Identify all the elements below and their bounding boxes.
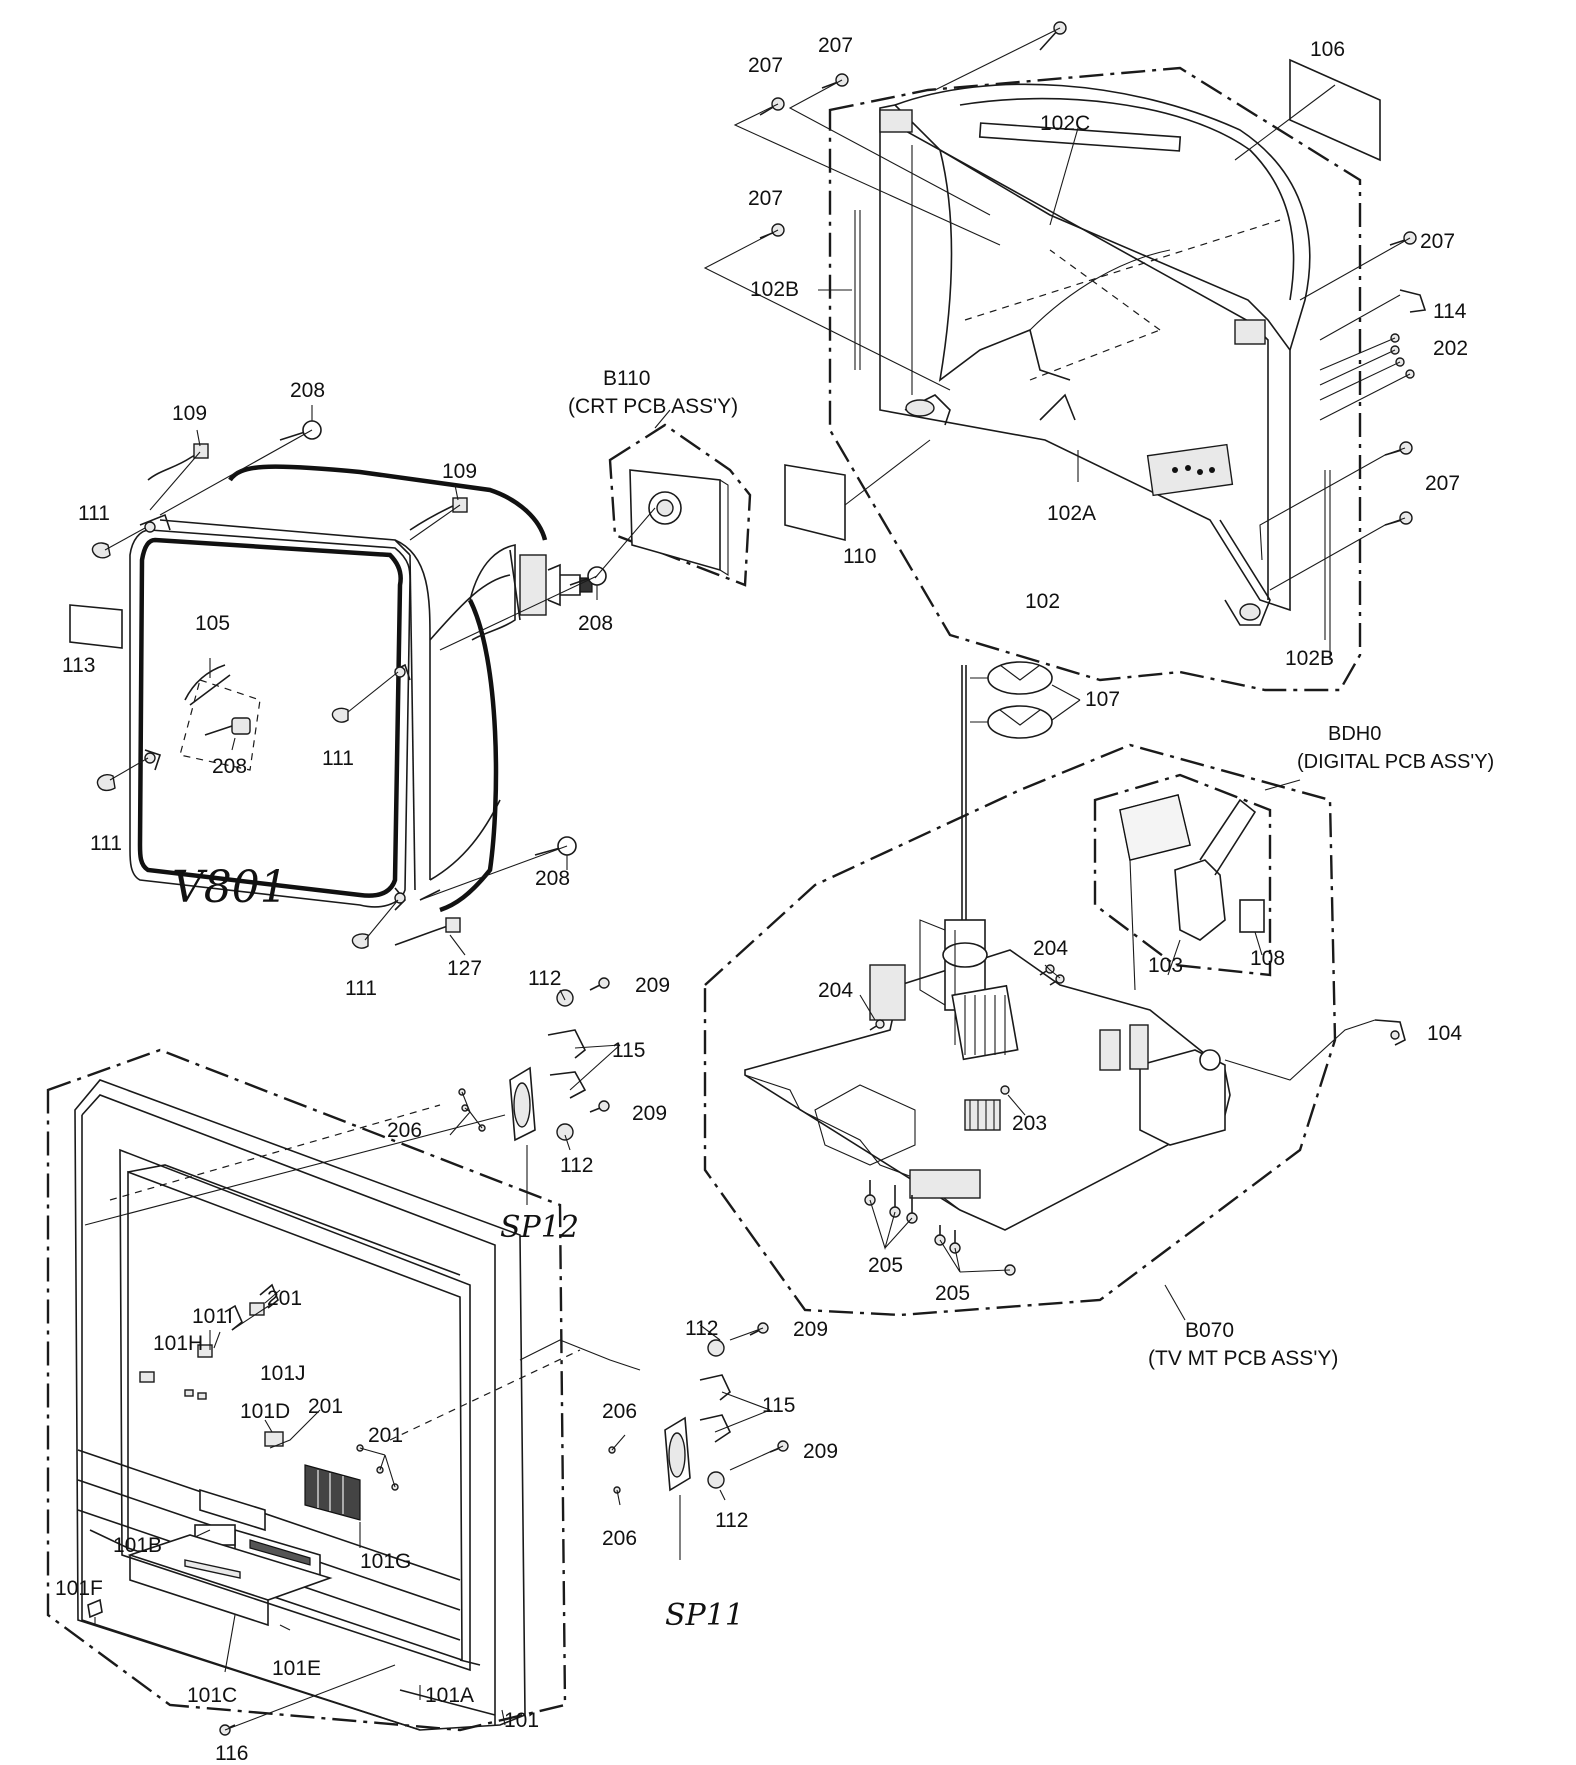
- callout-101a: 101A: [425, 1684, 474, 1707]
- main-pcb-b070: [703, 743, 1406, 1321]
- callout-205: 205: [935, 1282, 970, 1305]
- callout-209: 209: [793, 1318, 828, 1341]
- callout-112: 112: [560, 1154, 593, 1177]
- callout-204: 204: [818, 979, 853, 1002]
- assembly-desc-bdh0: (DIGITAL PCB ASS'Y): [1297, 751, 1494, 773]
- callout-108: 108: [1250, 947, 1285, 970]
- callout-101i: 101I: [192, 1305, 233, 1328]
- callout-201: 201: [267, 1287, 302, 1310]
- callout-labels: 207 207 207 207 207 106 102C 102B 102B 1…: [55, 34, 1494, 1765]
- callout-101d: 101D: [240, 1400, 290, 1423]
- callout-112: 112: [715, 1509, 748, 1532]
- callout-207: 207: [748, 54, 783, 77]
- callout-209: 209: [635, 974, 670, 997]
- assembly-code-b110: B110: [603, 367, 651, 390]
- callout-110: 110: [843, 545, 876, 568]
- callout-105: 105: [195, 612, 230, 635]
- callout-111: 111: [78, 502, 110, 525]
- callout-111: 111: [345, 977, 377, 1000]
- callout-207: 207: [748, 187, 783, 210]
- digital-pcb-bdh0: [1093, 773, 1301, 991]
- callout-102: 102: [1025, 590, 1060, 613]
- callout-101g: 101G: [360, 1550, 411, 1573]
- crt-pcb-b110: [594, 409, 752, 587]
- callout-102b: 102B: [750, 278, 799, 301]
- callout-112: 112: [528, 967, 561, 990]
- callout-208: 208: [212, 755, 247, 778]
- callout-203: 203: [1012, 1112, 1047, 1135]
- callout-206: 206: [387, 1119, 422, 1142]
- callout-111: 111: [90, 832, 122, 855]
- callout-208: 208: [578, 612, 613, 635]
- callout-208: 208: [535, 867, 570, 890]
- handwritten-sp11: SP11: [665, 1598, 744, 1633]
- callout-202: 202: [1433, 337, 1468, 360]
- callout-109: 109: [172, 402, 207, 425]
- assembly-code-b070: B070: [1185, 1319, 1234, 1342]
- antenna-107: [961, 661, 1081, 920]
- callout-102c: 102C: [1040, 112, 1090, 135]
- speaker-sp12: [449, 977, 621, 1205]
- callout-102a: 102A: [1047, 502, 1096, 525]
- callout-103: 103: [1148, 954, 1183, 977]
- callout-204: 204: [1033, 937, 1068, 960]
- callout-113: 113: [62, 654, 95, 677]
- callout-116: 116: [215, 1742, 248, 1765]
- callout-201: 201: [368, 1424, 403, 1447]
- callout-101b: 101B: [113, 1534, 162, 1557]
- speaker-sp11: [519, 1322, 789, 1560]
- callout-207: 207: [818, 34, 853, 57]
- callout-206: 206: [602, 1527, 637, 1550]
- callout-114: 114: [1433, 300, 1467, 323]
- callout-201: 201: [308, 1395, 343, 1418]
- callout-102b: 102B: [1285, 647, 1334, 670]
- front-cabinet-assembly: [46, 1048, 581, 1736]
- assembly-code-bdh0: BDH0: [1328, 723, 1381, 745]
- callout-209: 209: [803, 1440, 838, 1463]
- assembly-desc-b110: (CRT PCB ASS'Y): [568, 395, 738, 418]
- callout-101e: 101E: [272, 1657, 321, 1680]
- callout-101: 101: [504, 1709, 539, 1732]
- callout-109: 109: [442, 460, 477, 483]
- crt-tube-v801: [69, 405, 607, 956]
- callout-127: 127: [447, 957, 482, 980]
- callout-101c: 101C: [187, 1684, 237, 1707]
- callout-111: 111: [322, 747, 354, 770]
- callout-115: 115: [612, 1039, 645, 1062]
- callout-209: 209: [632, 1102, 667, 1125]
- callout-101j: 101J: [260, 1362, 306, 1385]
- callout-207: 207: [1420, 230, 1455, 253]
- rear-cabinet-assembly: [703, 21, 1427, 692]
- handwritten-sp12: SP12: [500, 1210, 579, 1245]
- callout-115: 115: [762, 1394, 795, 1417]
- handwritten-v801: V801: [172, 862, 288, 913]
- callout-112: 112: [685, 1317, 718, 1340]
- callout-207: 207: [1425, 472, 1460, 495]
- callout-208: 208: [290, 379, 325, 402]
- callout-205: 205: [868, 1254, 903, 1277]
- callout-101h: 101H: [153, 1332, 203, 1355]
- callout-206: 206: [602, 1400, 637, 1423]
- callout-101f: 101F: [55, 1577, 103, 1600]
- callout-104: 104: [1427, 1022, 1462, 1045]
- assembly-desc-b070: (TV MT PCB ASS'Y): [1148, 1347, 1338, 1370]
- callout-106: 106: [1310, 38, 1345, 61]
- callout-107: 107: [1085, 688, 1120, 711]
